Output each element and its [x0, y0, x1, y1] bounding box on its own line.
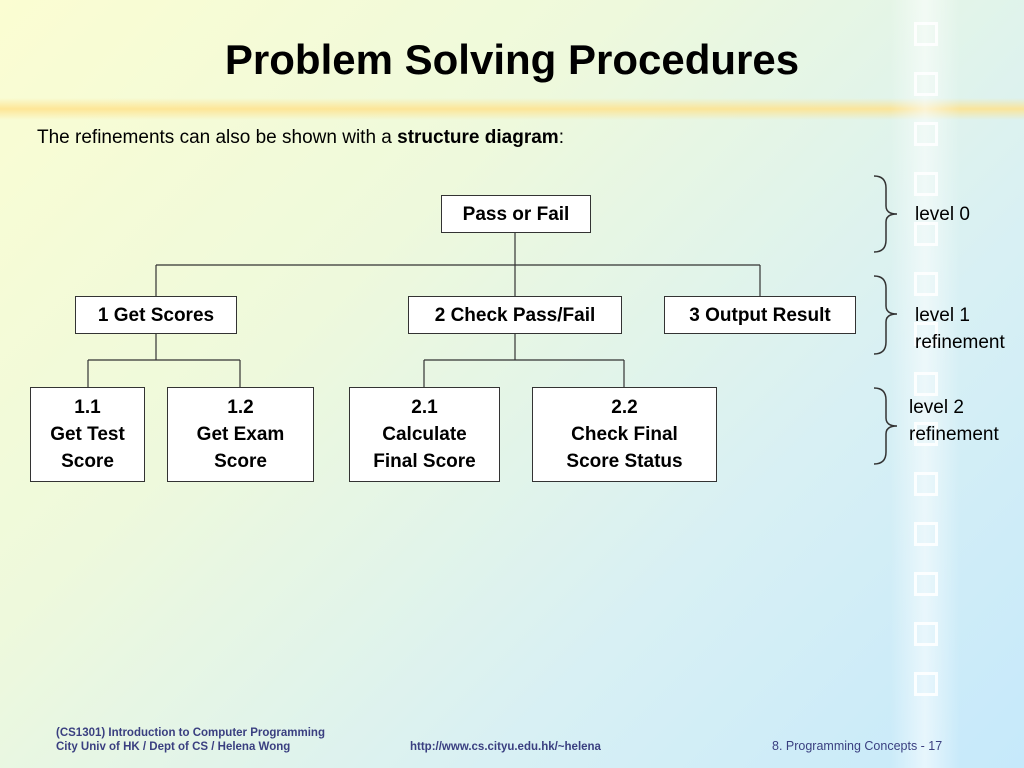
decorative-square — [914, 672, 938, 696]
node-1-2-get-exam-score: 1.2 Get Exam Score — [167, 387, 314, 482]
decorative-square — [914, 22, 938, 46]
decorative-square — [914, 222, 938, 246]
decorative-square — [914, 472, 938, 496]
node-2-1-text: 2.1 Calculate Final Score — [373, 394, 475, 475]
node-1-2-line1: Get Exam — [196, 424, 285, 445]
node-output-result: 3 Output Result — [664, 296, 856, 334]
intro-suffix: : — [558, 127, 564, 148]
decorative-vertical-band — [890, 0, 960, 768]
decorative-square — [914, 372, 938, 396]
node-1-2-text: 1.2 Get Exam Score — [197, 394, 285, 475]
page-number: 8. Programming Concepts - 17 — [772, 739, 943, 753]
decorative-square — [914, 422, 938, 446]
decorative-square — [914, 122, 938, 146]
footer-course: (CS1301) Introduction to Computer Progra… — [56, 727, 325, 739]
decorative-square — [914, 72, 938, 96]
footer-url[interactable]: http://www.cs.cityu.edu.hk/~helena — [410, 741, 601, 753]
node-2-1-line2: Final Score — [373, 451, 476, 472]
node-2-1-line1: Calculate — [382, 424, 467, 445]
node-1-1-line1: Get Test — [50, 424, 125, 445]
level0-brace — [873, 175, 898, 253]
node-check-pass-fail: 2 Check Pass/Fail — [408, 296, 622, 334]
node-1-1-number: 1.1 — [74, 397, 101, 418]
level-2-line1: level 2 — [909, 397, 964, 418]
intro-bold-term: structure diagram — [397, 127, 559, 148]
intro-text: The refinements can also be shown with a… — [37, 127, 564, 149]
decorative-square — [914, 172, 938, 196]
footer-course-info: (CS1301) Introduction to Computer Progra… — [56, 726, 325, 754]
intro-prefix: The refinements can also be shown with a — [37, 127, 398, 148]
level1-brace — [873, 275, 898, 355]
level-1-label: level 1 refinement — [915, 302, 1005, 356]
node-2-1-calculate-final-score: 2.1 Calculate Final Score — [349, 387, 500, 482]
node-1-1-get-test-score: 1.1 Get Test Score — [30, 387, 145, 482]
level-1-line1: level 1 — [915, 305, 970, 326]
node-2-2-text: 2.2 Check Final Score Status — [566, 394, 682, 475]
level2-brace — [873, 387, 898, 465]
node-2-2-number: 2.2 — [611, 397, 638, 418]
node-get-scores: 1 Get Scores — [75, 296, 237, 334]
footer-institution: City Univ of HK / Dept of CS / Helena Wo… — [56, 741, 291, 753]
node-1-1-line2: Score — [61, 451, 114, 472]
level-1-line2: refinement — [915, 332, 1005, 353]
decorative-square — [914, 272, 938, 296]
decorative-band — [0, 98, 1024, 120]
node-1-2-line2: Score — [214, 451, 267, 472]
level-0-label: level 0 — [915, 204, 970, 225]
node-2-2-line2: Score Status — [566, 451, 683, 472]
node-2-2-line1: Check Final — [571, 424, 678, 445]
page-title: Problem Solving Procedures — [224, 36, 800, 83]
decorative-square — [914, 322, 938, 346]
node-pass-or-fail: Pass or Fail — [441, 195, 591, 233]
decorative-square — [914, 522, 938, 546]
node-1-1-text: 1.1 Get Test Score — [50, 394, 125, 475]
level-2-label: level 2 refinement — [909, 394, 999, 448]
decorative-square — [914, 572, 938, 596]
node-2-2-check-final-score-status: 2.2 Check Final Score Status — [532, 387, 717, 482]
node-1-2-number: 1.2 — [227, 397, 254, 418]
decorative-square — [914, 622, 938, 646]
level-2-line2: refinement — [909, 424, 999, 445]
node-2-1-number: 2.1 — [411, 397, 438, 418]
